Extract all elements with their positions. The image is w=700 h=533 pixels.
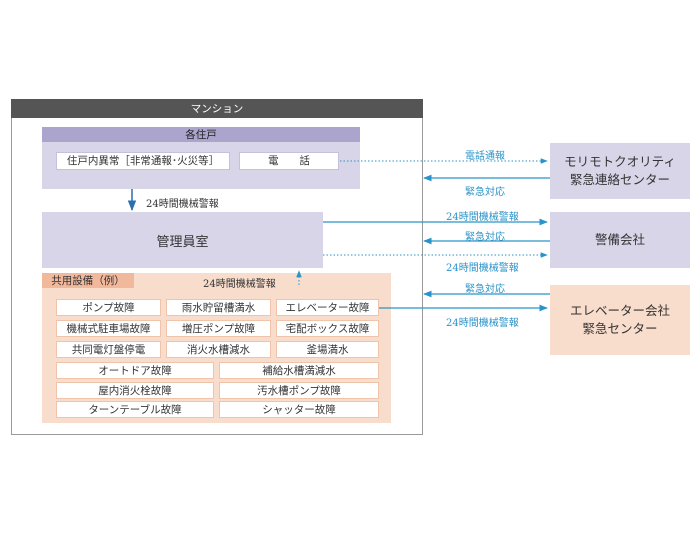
facility-pump-failure: ポンプ故障 (56, 299, 161, 316)
facility-fire-water-tank-low: 消火水槽減水 (166, 341, 271, 358)
facility-sump-full: 釜場満水 (276, 341, 379, 358)
label-common-to-manager-alarm: 24時間機械警報 (203, 279, 276, 290)
morimoto-emergency-center: モリモトクオリティ 緊急連絡センター (550, 143, 690, 199)
facility-booster-pump-failure: 増圧ポンプ故障 (166, 320, 271, 337)
label-machine-alarm-1: 24時間機械警報 (446, 212, 519, 223)
elevator-center-line-2: 緊急センター (582, 321, 658, 336)
facility-auto-door-failure: オートドア故障 (56, 362, 214, 379)
facility-common-light-outage: 共同電灯盤停電 (56, 341, 161, 358)
label-emergency-response-1: 緊急対応 (465, 187, 505, 198)
label-emergency-response-3: 緊急対応 (465, 284, 505, 295)
facility-sewage-pump-failure: 汚水槽ポンプ故障 (219, 382, 379, 399)
label-phone-report: 電話通報 (465, 151, 505, 162)
unit-abnormal-cell: 住戸内異常［非常通報･火災等］ (56, 152, 230, 170)
facility-indoor-hydrant-failure: 屋内消火栓故障 (56, 382, 214, 399)
morimoto-line-2: 緊急連絡センター (569, 172, 670, 187)
facility-delivery-box-failure: 宅配ボックス故障 (276, 320, 379, 337)
facility-mechanical-parking-failure: 機械式駐車場故障 (56, 320, 161, 337)
label-machine-alarm-3: 24時間機械警報 (446, 318, 519, 329)
label-unit-to-manager-alarm: 24時間機械警報 (146, 199, 219, 210)
facility-elevator-failure: エレベーター故障 (276, 299, 379, 316)
unit-phone-cell: 電 話 (239, 152, 339, 170)
elevator-center-line-1: エレベーター会社 (569, 302, 670, 318)
facility-turntable-failure: ターンテーブル故障 (56, 401, 214, 418)
security-company: 警備会社 (550, 212, 690, 268)
mansion-header: マンション (11, 99, 423, 118)
label-emergency-response-2: 緊急対応 (465, 232, 505, 243)
facility-shutter-failure: シャッター故障 (219, 401, 379, 418)
morimoto-line-1: モリモトクオリティ (564, 153, 676, 169)
common-facilities-label: 共用設備（例） (42, 273, 134, 288)
unit-header: 各住戸 (42, 127, 360, 142)
facility-supply-tank-level: 補給水槽満減水 (219, 362, 379, 379)
elevator-company-center: エレベーター会社 緊急センター (550, 285, 690, 355)
manager-room-box: 管理員室 (42, 212, 323, 268)
label-machine-alarm-2: 24時間機械警報 (446, 263, 519, 274)
facility-rainwater-tank-full: 雨水貯留槽満水 (166, 299, 271, 316)
